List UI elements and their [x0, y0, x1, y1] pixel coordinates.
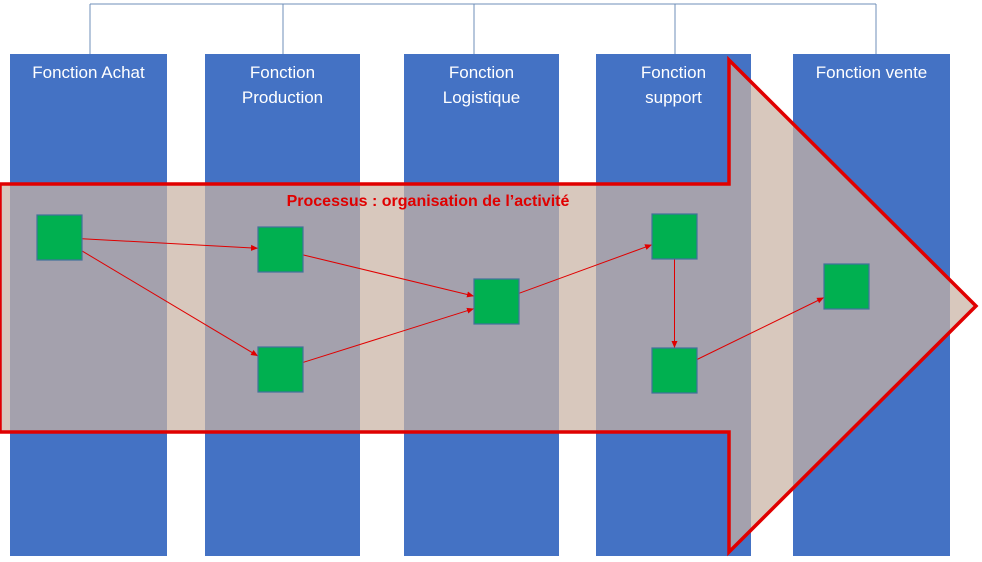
- column-label-line: support: [645, 88, 702, 107]
- process-title: Processus : organisation de l’activité: [287, 193, 570, 210]
- process-node-n2: [257, 226, 304, 273]
- process-edges: [81, 238, 825, 363]
- column-label-line: Fonction: [250, 63, 315, 82]
- column-label-line: Fonction vente: [816, 63, 928, 82]
- process-node-n4: [473, 278, 520, 325]
- column-label-line: Fonction Achat: [32, 63, 145, 82]
- edge-n1-to-n2: [81, 238, 259, 251]
- edge-n3-to-n4: [302, 307, 475, 363]
- process-node-n6: [651, 347, 698, 394]
- edge-n4-to-n5: [518, 244, 653, 294]
- column-label-support: Fonction support: [641, 63, 706, 107]
- edge-n6-to-n7: [696, 297, 825, 360]
- column-label-vente: Fonction vente: [816, 63, 928, 82]
- process-node-n7: [823, 263, 870, 310]
- column-label-line: Logistique: [443, 88, 521, 107]
- process-node-n1: [36, 214, 83, 261]
- top-connector-lines: [89, 3, 877, 54]
- edge-n2-to-n4: [302, 254, 475, 298]
- process-nodes: [36, 213, 870, 394]
- column-label-line: Production: [242, 88, 323, 107]
- process-node-n5: [651, 213, 698, 260]
- column-label-line: Fonction: [641, 63, 706, 82]
- column-label-line: Fonction: [449, 63, 514, 82]
- process-node-n3: [257, 346, 304, 393]
- column-label-achat: Fonction Achat: [32, 63, 145, 82]
- edge-n1-to-n3: [81, 250, 259, 357]
